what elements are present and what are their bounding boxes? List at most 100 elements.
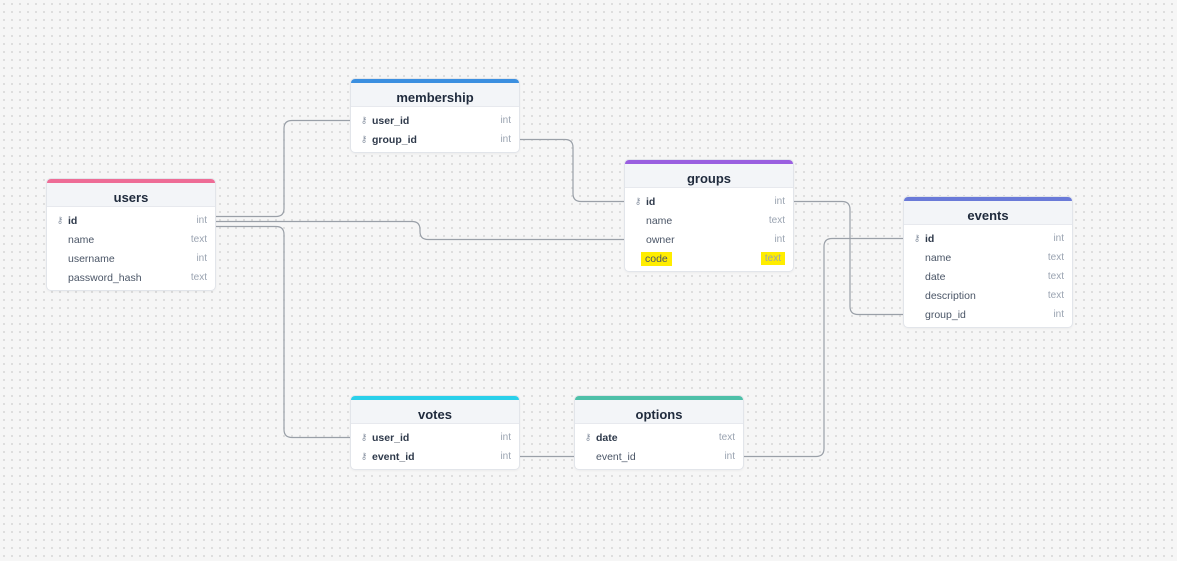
field-type-text: text [760,252,785,265]
users-table[interactable]: users⚷idint⚷nametext⚷usernameint⚷passwor… [47,179,215,290]
field-name-text: group_id [925,308,966,321]
field-type-text: int [500,451,511,462]
field-type: int [500,451,511,462]
field-name-text: username [68,252,115,265]
field-name-text: id [68,214,78,227]
options-table-title[interactable]: options [575,396,743,424]
field-type: int [774,196,785,207]
field-type: int [500,134,511,145]
field-name: description [925,290,1048,302]
field-type: text [719,432,735,443]
edge-users-groups-line [215,220,625,241]
field-type-text: text [190,272,207,283]
field-name: name [646,215,769,227]
field-name-text: event_id [596,450,636,463]
field-name-text: user_id [372,431,410,444]
edge-groups-events[interactable] [793,200,916,320]
membership-field-user_id[interactable]: ⚷ user_id int [351,111,519,130]
field-name: password_hash [68,272,191,284]
field-name-text: date [925,270,946,283]
field-name: name [925,252,1048,264]
field-type: int [500,432,511,443]
field-type: text [1048,271,1064,282]
edge-users-membership-line [215,119,351,218]
groups-table-title[interactable]: groups [625,160,793,188]
field-name-text: date [596,431,618,444]
field-type: int [774,234,785,245]
users-fields: ⚷idint⚷nametext⚷usernameint⚷password_has… [47,207,215,290]
field-name: user_id [372,432,500,444]
field-type-text: int [774,196,785,207]
edge-groups-membership[interactable] [507,134,625,203]
field-name-text: user_id [372,114,410,127]
events-table[interactable]: events⚷idint⚷nametext⚷datetext⚷descripti… [904,197,1072,327]
field-type-text: int [500,115,511,126]
edge-users-votes[interactable] [215,225,363,443]
field-type: text [191,272,207,283]
edge-users-membership[interactable] [215,115,363,218]
edge-users-groups[interactable] [215,220,637,245]
membership-table-title[interactable]: membership [351,79,519,107]
users-table-title[interactable]: users [47,179,215,207]
events-fields: ⚷idint⚷nametext⚷datetext⚷descriptiontext… [904,225,1072,327]
field-type-text: text [190,234,207,245]
field-type: int [196,253,207,264]
key-icon: ⚷ [360,115,368,125]
key-icon: ⚷ [56,215,64,225]
edge-events-options[interactable] [731,237,904,462]
field-name: id [68,215,196,227]
field-name: name [68,234,191,246]
field-type-text: int [196,215,207,226]
field-name-text: name [68,233,95,246]
field-type: int [1053,233,1064,244]
field-name: code [641,251,761,266]
field-name: date [925,271,1048,283]
field-type: text [191,234,207,245]
field-name: group_id [925,309,1053,321]
field-name: id [925,233,1053,245]
key-icon: ⚷ [584,432,592,442]
field-type: int [500,115,511,126]
field-type-text: int [1053,233,1064,244]
field-name-text: event_id [372,450,415,463]
field-type-text: text [718,432,735,443]
field-type-text: text [768,215,785,226]
events-table-title[interactable]: events [904,197,1072,225]
field-name: username [68,253,196,265]
field-type-text: int [500,134,511,145]
field-name: owner [646,234,774,246]
field-type-text: text [1047,271,1064,282]
votes-table-title[interactable]: votes [351,396,519,424]
field-name-text: description [925,289,976,302]
edge-groups-events-line [793,200,904,316]
edge-groups-membership-line [519,138,625,203]
options-field-date[interactable]: ⚷ date text [575,428,743,447]
field-name: user_id [372,115,500,127]
field-type: text [1048,290,1064,301]
users-field-id[interactable]: ⚷ id int [47,211,215,230]
